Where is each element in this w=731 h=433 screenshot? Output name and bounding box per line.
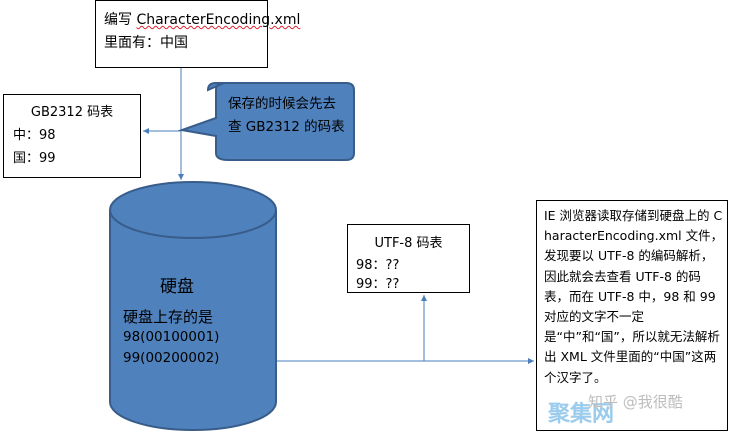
callout-line-1: 保存的时候会先去 [228,96,336,112]
edit-line-1: 编写 CharacterEncoding.xml [104,9,300,29]
disk-cylinder [109,181,277,431]
disk-line-2: 98(00100001) [123,329,220,345]
disk-title: 硬盘 [160,277,194,297]
utf8-table-title: UTF-8 码表 [374,236,443,251]
callout-line-2: 查 GB2312 的码表 [228,119,345,135]
gb2312-table-box: GB2312 码表 中：98 国：99 [3,94,141,178]
ie-explanation-box: IE 浏览器读取存储到硬盘上的 CharacterEncoding.xml 文件… [536,200,728,431]
callout-shape [178,82,355,161]
gb2312-row-1: 中：98 [13,128,56,143]
edit-file-name: CharacterEncoding.xml [136,12,301,28]
utf8-row-1: 98：?? [356,258,400,273]
gb2312-row-2: 国：99 [13,151,56,166]
disk-line-1: 硬盘上存的是 [123,308,214,326]
edit-line-2: 里面有：中国 [104,35,188,51]
edit-file-box: 编写 CharacterEncoding.xml 里面有：中国 [95,0,300,68]
utf8-row-2: 99：?? [356,277,400,292]
watermark-zhihu: 知乎 @我很酷 [588,393,683,411]
watermark-logo: 聚集网 [548,402,615,427]
ie-explanation-text: IE 浏览器读取存储到硬盘上的 CharacterEncoding.xml 文件… [544,208,724,385]
disk-line-3: 99(00200002) [123,350,220,366]
gb2312-table-title: GB2312 码表 [30,105,114,120]
edit-line-1-prefix: 编写 [104,12,137,28]
utf8-table-box: UTF-8 码表 98：?? 99：?? [347,224,470,293]
save-callout: 保存的时候会先去 查 GB2312 的码表 [176,80,358,168]
